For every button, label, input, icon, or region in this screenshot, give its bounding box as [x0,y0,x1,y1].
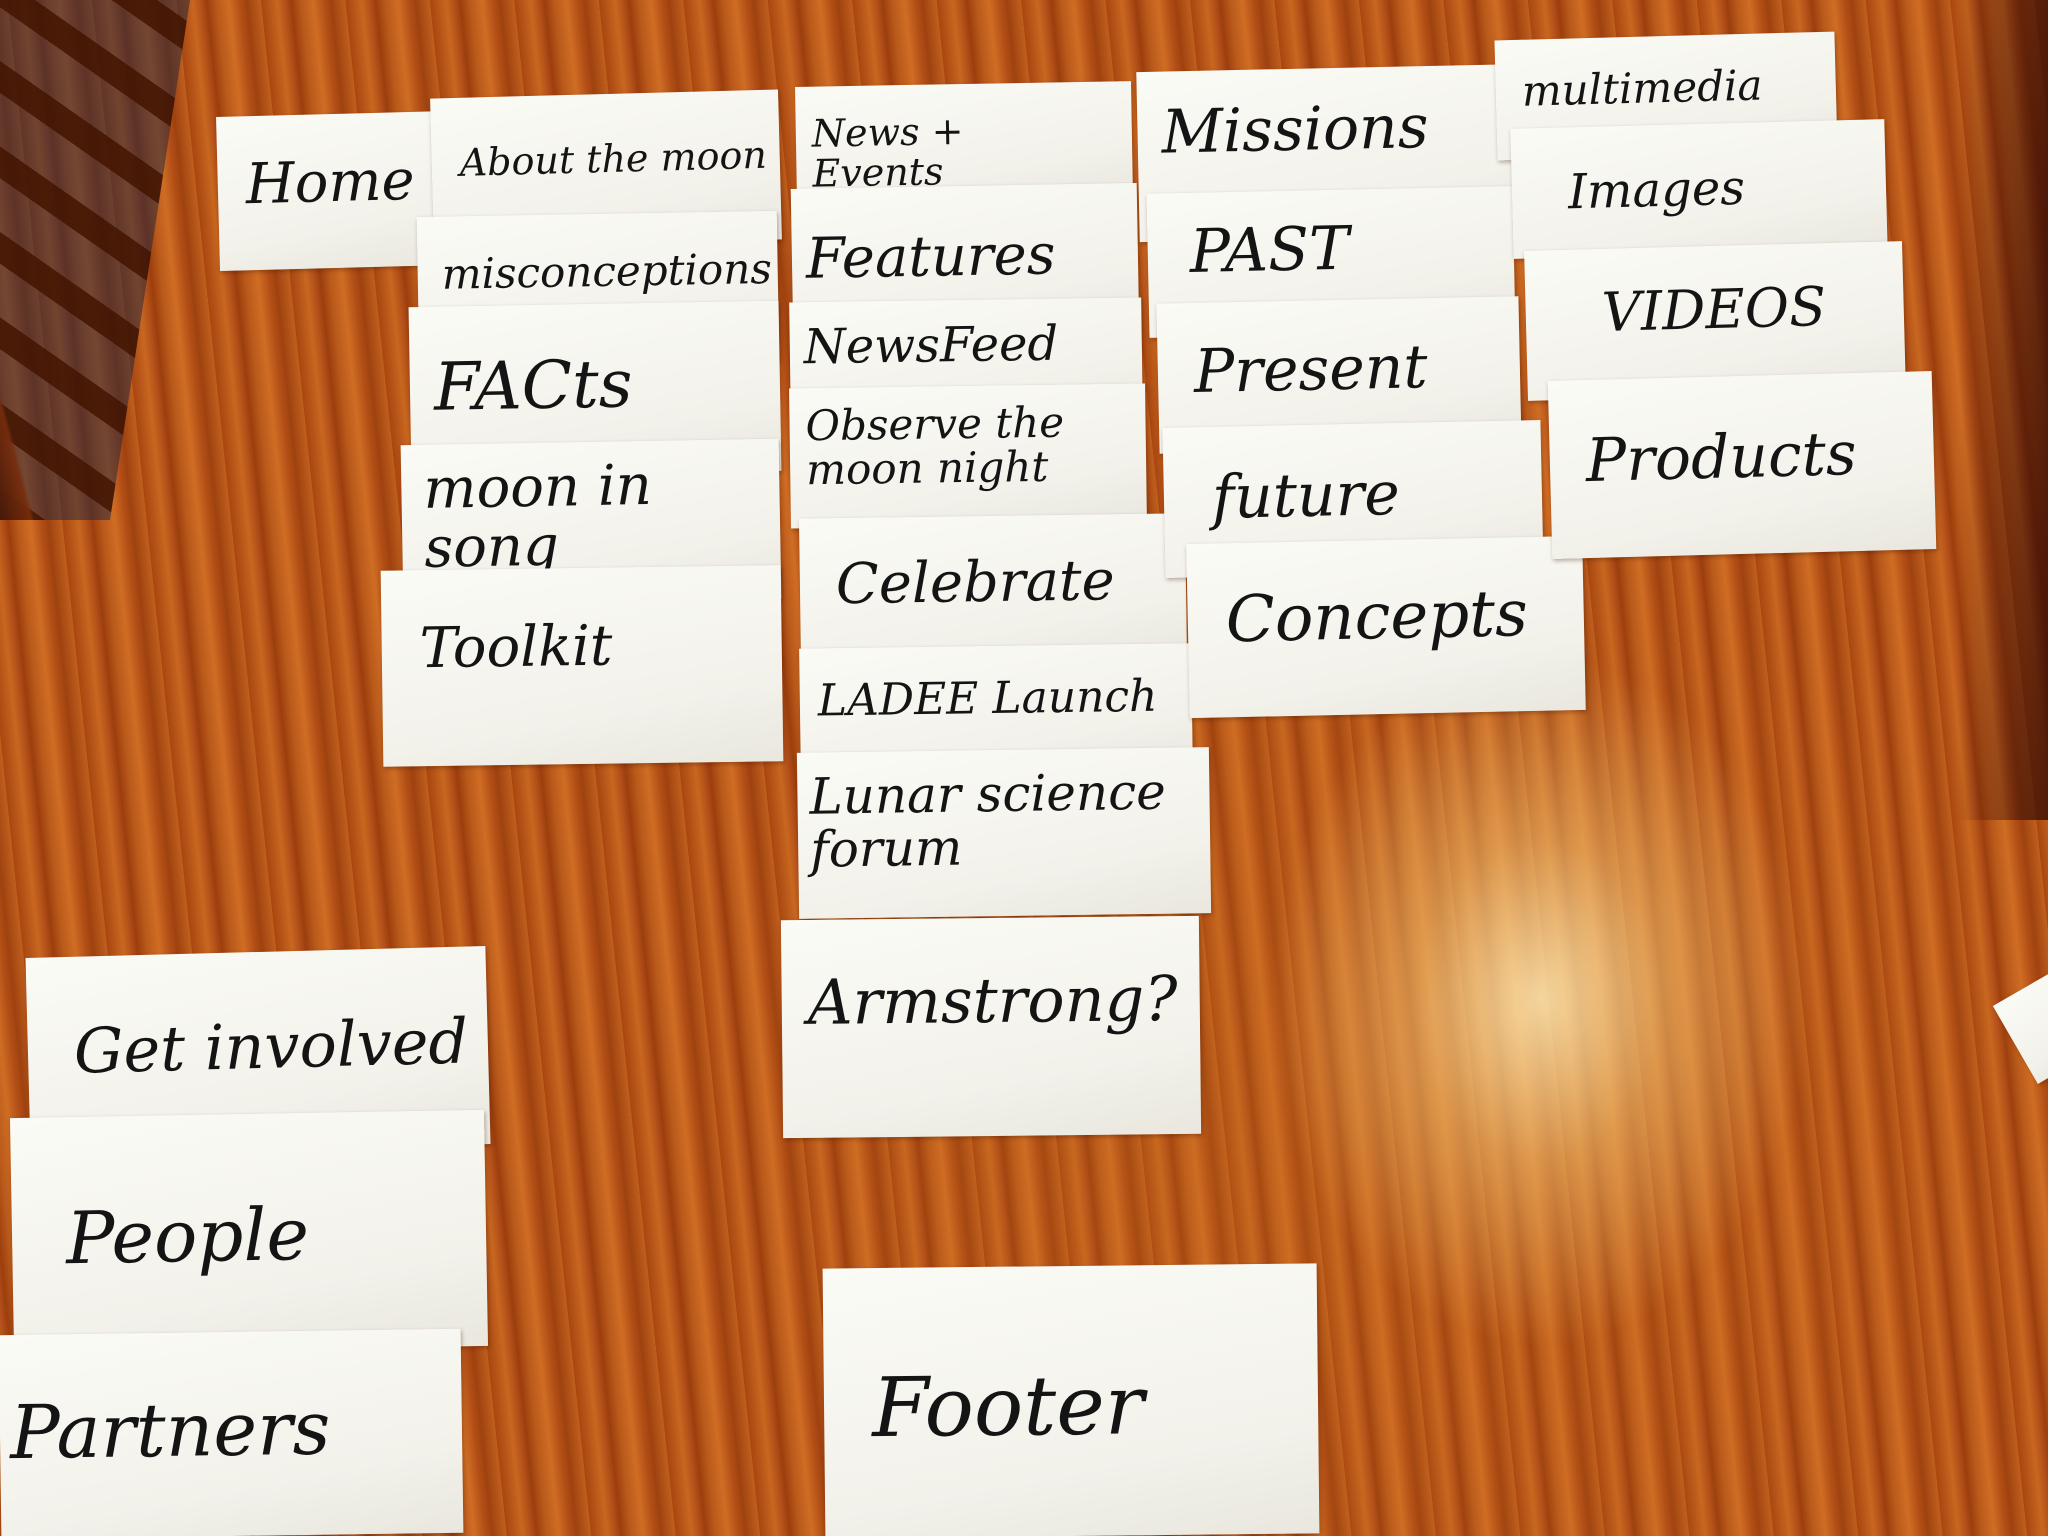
card-multimedia-label: multimedia [1521,60,1764,116]
table-edge-shadow [1958,0,2048,820]
card-lunar-forum-label: Lunar science forum [809,762,1167,879]
card-partners: Partners [0,1328,464,1536]
card-about-label: About the moon [459,132,768,185]
card-newsfeed-label: NewsFeed [803,315,1059,376]
card-features-label: Features [805,222,1057,292]
card-observe-the-moon-night: Observe the moon night [789,383,1147,529]
card-footer-label: Footer [871,1358,1145,1457]
card-news-events-label: News + Events [811,109,964,196]
card-videos-label: VIDEOS [1600,275,1827,344]
card-present-label: Present [1193,332,1429,408]
card-concepts-label: Concepts [1225,577,1529,658]
card-partial-right-edge [1992,966,2048,1084]
card-products: Products [1547,371,1937,559]
card-footer: Footer [822,1263,1320,1536]
card-products-label: Products [1584,419,1858,497]
card-future-label: future [1211,459,1401,533]
card-people-label: People [65,1191,310,1281]
card-images-label: Images [1567,159,1746,221]
card-home-label: Home [244,147,416,218]
card-concepts: Concepts [1186,535,1586,719]
card-observe-label: Observe the moon night [805,397,1065,495]
chair-back [0,0,190,520]
card-get-involved-label: Get involved [72,1004,469,1088]
card-ladee-label: LADEE Launch [817,670,1158,727]
card-people: People [9,1109,489,1355]
card-images: Images [1510,119,1888,259]
card-armstrong: Armstrong? [780,915,1202,1139]
card-past-label: PAST [1189,213,1350,287]
card-missions-label: Missions [1160,92,1430,168]
card-partners-label: Partners [9,1385,332,1477]
card-lunar-science-forum: Lunar science forum [796,747,1212,919]
card-armstrong-label: Armstrong? [807,962,1178,1039]
card-toolkit-label: Toolkit [419,613,613,682]
card-misconceptions-label: misconceptions [441,243,773,299]
card-moon-in-song-label: moon in song [422,452,653,581]
card-toolkit: Toolkit [380,565,784,767]
card-facts-label: FACts [433,345,634,426]
card-celebrate: Celebrate [798,513,1188,665]
card-celebrate-label: Celebrate [835,548,1116,618]
card-home: Home [216,111,450,271]
